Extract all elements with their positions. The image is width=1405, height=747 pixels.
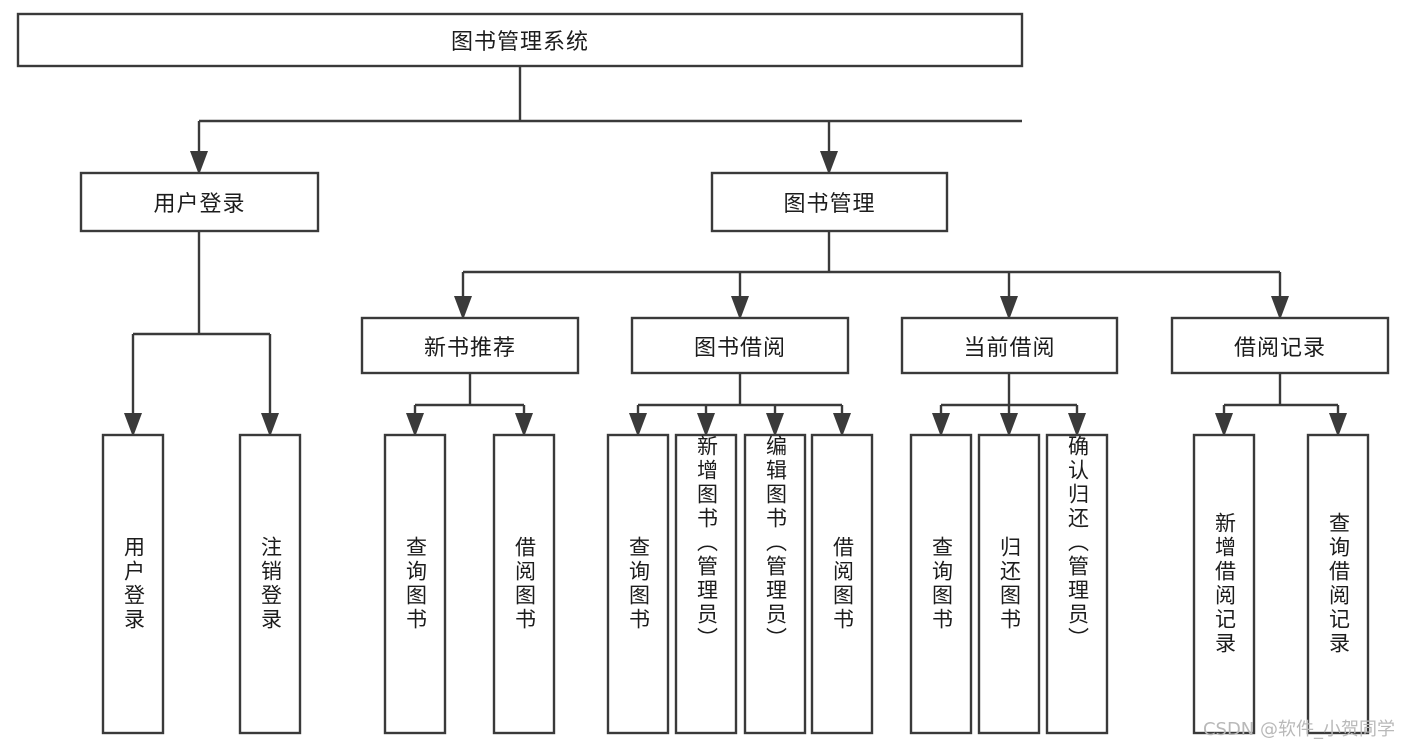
node-box-book-manage[interactable] [710, 171, 949, 233]
arrow-to-leaf-edit-book [766, 413, 784, 437]
node-box-current-borrow[interactable] [900, 316, 1119, 375]
node-box-leaf-user-login[interactable] [101, 433, 165, 735]
arrow-to-user-login [190, 151, 208, 175]
arrow-to-leaf-return-book [1000, 413, 1018, 437]
arrow-to-leaf-user-login [124, 413, 142, 437]
node-box-leaf-logout-login[interactable] [238, 433, 302, 735]
arrow-to-book-manage [820, 151, 838, 175]
arrow-to-leaf-confirm-return [1068, 413, 1086, 437]
node-box-leaf-add-book[interactable] [674, 433, 738, 735]
arrow-to-leaf-logout-login [261, 413, 279, 437]
node-box-leaf-query-book-1[interactable] [383, 433, 447, 735]
arrow-to-leaf-borrow-book-1 [515, 413, 533, 437]
arrow-to-leaf-borrow-book-2 [833, 413, 851, 437]
node-box-leaf-edit-book[interactable] [743, 433, 807, 735]
node-box-leaf-query-record[interactable] [1306, 433, 1370, 735]
arrow-to-borrow-record [1271, 296, 1289, 320]
node-box-book-borrow[interactable] [630, 316, 850, 375]
node-box-leaf-add-record[interactable] [1192, 433, 1256, 735]
arrow-to-leaf-query-record [1329, 413, 1347, 437]
node-box-borrow-record[interactable] [1170, 316, 1390, 375]
node-box-root[interactable] [16, 12, 1024, 68]
arrow-to-leaf-add-book [697, 413, 715, 437]
arrow-to-current-borrow [1000, 296, 1018, 320]
node-box-leaf-borrow-book-2[interactable] [810, 433, 874, 735]
arrow-to-book-borrow [731, 296, 749, 320]
arrow-to-new-book-recommend [454, 296, 472, 320]
node-box-user-login[interactable] [79, 171, 320, 233]
node-box-leaf-borrow-book-1[interactable] [492, 433, 556, 735]
node-box-leaf-confirm-return[interactable] [1045, 433, 1109, 735]
node-box-leaf-return-book[interactable] [977, 433, 1041, 735]
arrow-to-leaf-add-record [1215, 413, 1233, 437]
arrow-to-leaf-query-book-1 [406, 413, 424, 437]
arrow-to-leaf-query-book-3 [932, 413, 950, 437]
node-box-leaf-query-book-2[interactable] [606, 433, 670, 735]
node-box-leaf-query-book-3[interactable] [909, 433, 973, 735]
node-box-new-book-recommend[interactable] [360, 316, 580, 375]
node-box-layer [16, 12, 1390, 735]
arrow-to-leaf-query-book-2 [629, 413, 647, 437]
connector-layer [124, 66, 1347, 437]
